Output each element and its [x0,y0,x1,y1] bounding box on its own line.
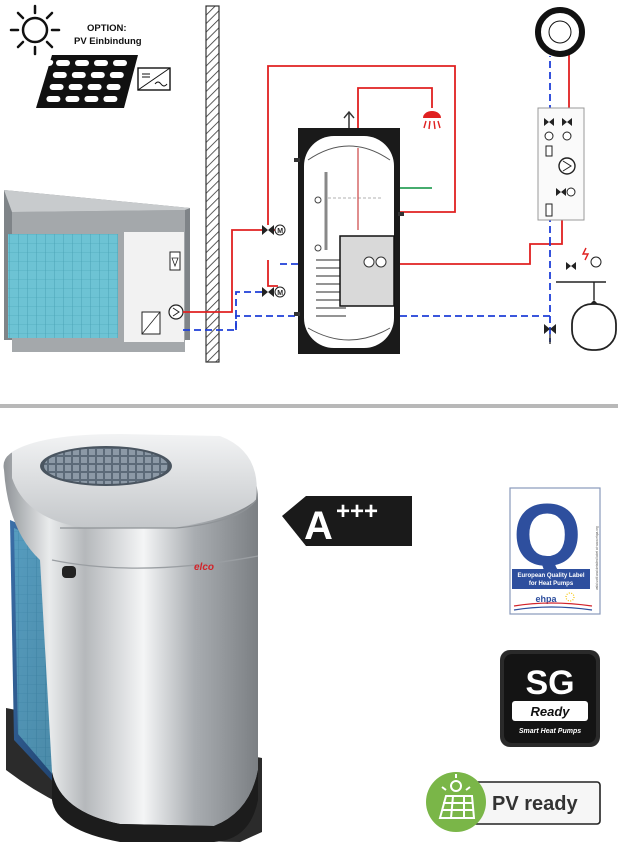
solar-cell [87,84,102,90]
svg-text:M: M [277,290,283,297]
solar-cell [71,72,86,78]
pv-option-title: OPTION: [87,23,127,34]
shower-icon [423,111,441,130]
sg-ready-badge: SG Ready Smart Heat Pumps [500,650,600,747]
motor-valve-flow: M [262,224,286,236]
solar-cell [94,60,108,66]
solar-cell [56,60,70,66]
energy-grade-plus: +++ [336,498,378,525]
pv-option-subtitle: PV Einbindung [74,36,142,47]
solar-panel-icon [36,55,138,108]
ehpa-q-letter: Q [513,485,581,584]
solar-cell [113,60,127,66]
solar-cell [90,72,105,78]
pv-ready-badge: PV ready [426,772,601,832]
heat-exchanger-module [339,235,395,307]
sun-icon [9,4,61,56]
sg-subtitle: Ready [530,704,570,719]
heat-pump-product-image: elco [3,434,262,842]
expansion-vessel [571,300,617,351]
safety-valve-group [556,247,606,300]
ehpa-label-line2: for Heat Pumps [529,581,574,587]
section-divider [0,404,618,408]
pv-ready-text: PV ready [492,793,578,815]
sg-title: SG [525,664,574,702]
solar-cell [65,96,80,102]
energy-grade: A [304,504,333,548]
solar-panel-icon [438,774,476,819]
solar-cell [68,84,83,90]
drain-valve [544,324,556,344]
svg-text:M: M [277,228,283,235]
energy-efficiency-label: A +++ [282,496,412,548]
evaporator-coil [8,234,118,338]
ehpa-brand: ehpa [535,594,557,604]
solar-cell [106,84,121,90]
inverter-icon [137,67,171,91]
pump-icon [168,304,184,320]
solar-cell [75,60,89,66]
motor-valve-return: M [262,286,286,298]
solar-cell [103,96,118,102]
ehpa-quality-label-badge: Q European Quality Label for Heat Pumps … [509,485,601,615]
solar-cell [84,96,99,102]
solar-cell [49,84,64,90]
ehpa-side-text: valid until and detailed label at www.eh… [595,526,599,590]
heating-circuit-emitter [535,7,585,57]
pump-group [537,107,585,221]
building-wall [205,5,220,363]
sg-caption: Smart Heat Pumps [519,728,581,735]
solar-cell [46,96,61,102]
hot-water-storage-tank [294,128,404,354]
ehpa-label-line1: European Quality Label [517,573,584,579]
outdoor-heat-pump-unit [4,190,190,352]
solar-cell [109,72,124,78]
vent-icon [343,110,355,128]
solar-cell [52,72,67,78]
elco-logo: elco [194,562,214,573]
